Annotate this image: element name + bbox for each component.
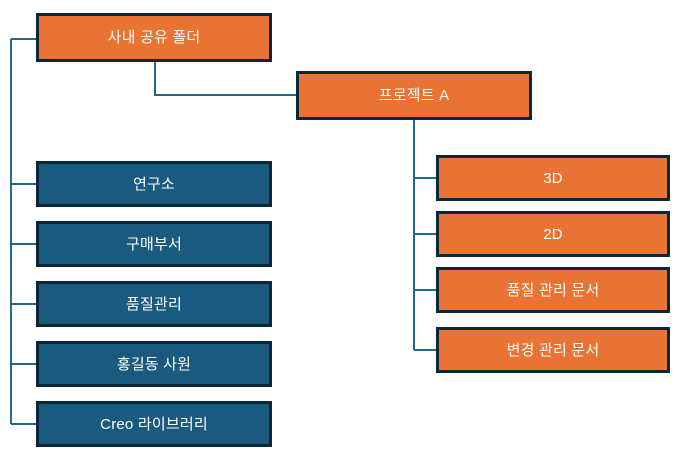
node-creo-library[interactable]: Creo 라이브러리 xyxy=(36,401,272,447)
node-quality-control-label: 품질관리 xyxy=(125,295,182,313)
node-change-doc-label: 변경 관리 문서 xyxy=(506,341,600,359)
node-change-doc[interactable]: 변경 관리 문서 xyxy=(436,327,670,373)
node-root-label: 사내 공유 폴더 xyxy=(107,29,201,46)
node-employee-hong-label: 홍길동 사원 xyxy=(116,355,192,373)
node-project-a[interactable]: 프로젝트 A xyxy=(296,71,532,120)
node-project-a-label: 프로젝트 A xyxy=(378,87,450,104)
node-research-lab-label: 연구소 xyxy=(132,175,175,193)
node-purchasing-dept[interactable]: 구매부서 xyxy=(36,221,272,267)
node-3d-label: 3D xyxy=(543,169,563,187)
node-purchasing-dept-label: 구매부서 xyxy=(125,235,182,253)
node-quality-doc-label: 품질 관리 문서 xyxy=(506,281,600,299)
node-3d[interactable]: 3D xyxy=(436,155,670,201)
node-research-lab[interactable]: 연구소 xyxy=(36,161,272,207)
connector-root-to-branch xyxy=(154,62,296,96)
node-2d[interactable]: 2D xyxy=(436,211,670,257)
node-quality-control[interactable]: 품질관리 xyxy=(36,281,272,327)
node-quality-doc[interactable]: 품질 관리 문서 xyxy=(436,267,670,313)
node-creo-library-label: Creo 라이브러리 xyxy=(100,415,208,433)
node-employee-hong[interactable]: 홍길동 사원 xyxy=(36,341,272,387)
node-root-shared-folder[interactable]: 사내 공유 폴더 xyxy=(36,13,272,62)
node-2d-label: 2D xyxy=(543,225,563,243)
